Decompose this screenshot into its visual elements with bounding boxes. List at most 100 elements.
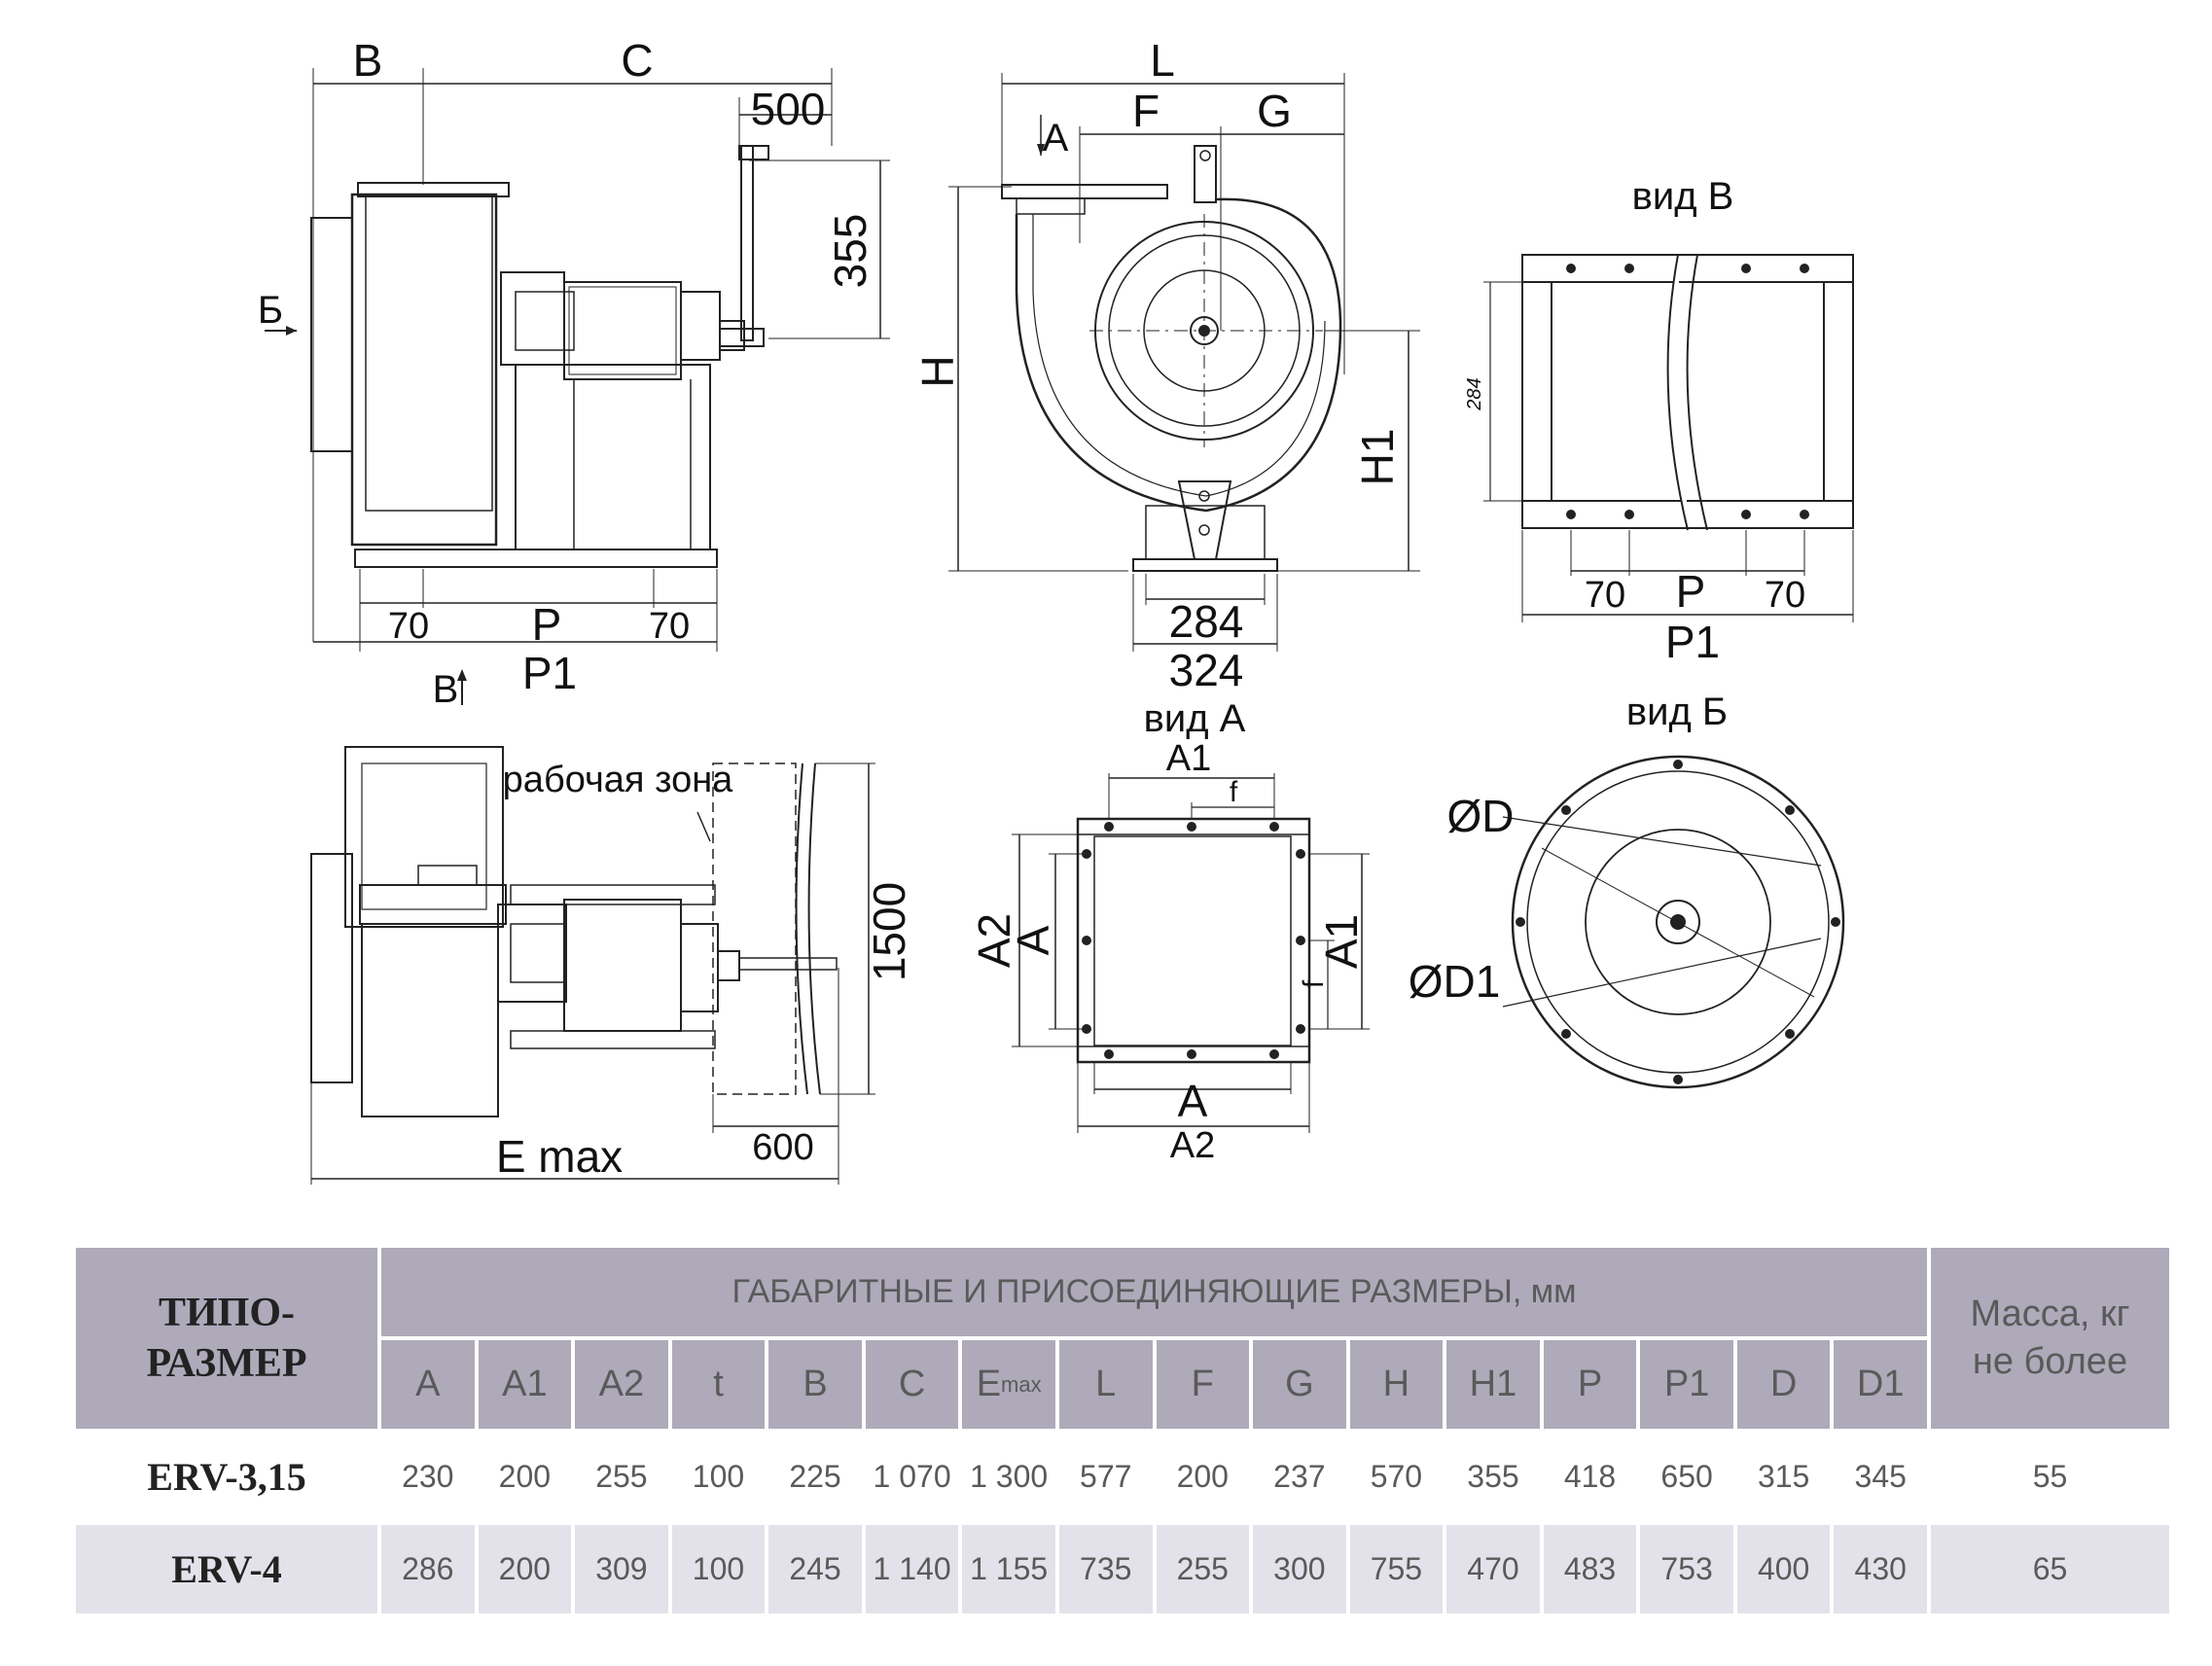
- label-h1: H1: [1352, 429, 1403, 486]
- dim-70-right: 70: [649, 606, 690, 647]
- view-b-title: вид Б: [1626, 691, 1728, 733]
- col-header-label: t: [713, 1364, 724, 1404]
- view-a-a2-left: A2: [969, 913, 1019, 968]
- col-header-p1: P1: [1640, 1340, 1733, 1429]
- label-g: G: [1257, 86, 1292, 136]
- col-header-label: D1: [1856, 1364, 1905, 1404]
- value-cell: 1 070: [865, 1433, 959, 1521]
- col-header-a1: A1: [478, 1340, 572, 1429]
- value-cell: 418: [1543, 1433, 1637, 1521]
- value-cell: 735: [1058, 1525, 1153, 1613]
- dim-324: 324: [1169, 645, 1244, 695]
- value-cell: 577: [1058, 1433, 1153, 1521]
- label-e-max: E max: [496, 1131, 623, 1182]
- type-cell: ERV-4: [76, 1525, 377, 1613]
- value-cell: 237: [1253, 1433, 1346, 1521]
- value-cell: 255: [1156, 1525, 1250, 1613]
- label-a-arrow: A: [1043, 117, 1069, 160]
- col-header-label: A1: [502, 1364, 548, 1404]
- view-a-a1-right: A1: [1316, 914, 1367, 969]
- col-header-label: A2: [598, 1364, 645, 1404]
- view-v-dim-70-right: 70: [1765, 575, 1805, 616]
- col-header-b: B: [768, 1340, 862, 1429]
- value-cell: 230: [381, 1433, 475, 1521]
- front-view: L A F G H H1 284 324: [912, 35, 1420, 695]
- label-h: H: [912, 355, 963, 387]
- col-header-label: E: [976, 1364, 1002, 1404]
- type-cell: ERV-3,15: [76, 1433, 377, 1521]
- value-cell: 650: [1640, 1433, 1733, 1521]
- col-header-g: G: [1253, 1340, 1346, 1429]
- col-header-label: H1: [1469, 1364, 1517, 1404]
- label-p: P: [532, 599, 562, 650]
- value-cell: 255: [575, 1433, 668, 1521]
- working-zone-label: рабочая зона: [503, 760, 734, 800]
- view-a-f-right: f: [1298, 979, 1330, 988]
- col-header-a2: A2: [575, 1340, 668, 1429]
- col-header-label: A: [415, 1364, 441, 1404]
- dim-284: 284: [1169, 596, 1244, 647]
- col-header-f: F: [1156, 1340, 1250, 1429]
- view-v: вид B 284 70 P 70 P1: [1464, 175, 1854, 667]
- dims-header: ГАБАРИТНЫЕ И ПРИСОЕДИНЯЮЩИЕ РАЗМЕРЫ, мм: [381, 1248, 1927, 1336]
- value-cell: 1 155: [962, 1525, 1055, 1613]
- dim-600: 600: [752, 1127, 813, 1168]
- value-cell: 315: [1736, 1433, 1831, 1521]
- side-view: B C 500 355 Б B 70 P 70 P1: [258, 35, 890, 711]
- value-cell: 345: [1834, 1433, 1927, 1521]
- label-p1: P1: [522, 648, 577, 698]
- type-header: ТИПО- РАЗМЕР: [76, 1248, 377, 1429]
- value-cell: 755: [1349, 1525, 1444, 1613]
- value-cell: 100: [671, 1433, 766, 1521]
- value-cell: 300: [1253, 1525, 1346, 1613]
- col-header-label: P: [1577, 1364, 1603, 1404]
- view-a-a-bottom: A: [1178, 1076, 1208, 1126]
- col-header-label: C: [898, 1364, 926, 1404]
- col-header-label: F: [1191, 1364, 1214, 1404]
- label-l: L: [1150, 35, 1175, 86]
- view-b-dia-d1: ØD1: [1409, 956, 1501, 1007]
- value-cell: 100: [671, 1525, 766, 1613]
- dim-355: 355: [825, 214, 875, 289]
- value-cell: 225: [768, 1433, 862, 1521]
- value-cell: 483: [1543, 1525, 1637, 1613]
- mass-header: Масса, кг не более: [1931, 1248, 2169, 1429]
- view-b: вид Б ØD ØD1: [1409, 691, 1845, 1089]
- col-header-c: C: [865, 1340, 959, 1429]
- top-view: рабочая зона 1500 600 E max: [310, 746, 914, 1185]
- view-v-label-p: P: [1676, 566, 1706, 617]
- value-cell: 470: [1446, 1525, 1540, 1613]
- view-a-a-left: A: [1008, 925, 1058, 955]
- view-v-dim-70-left: 70: [1585, 575, 1625, 616]
- label-b: B: [353, 35, 383, 86]
- col-header-d: D: [1736, 1340, 1831, 1429]
- value-cell: 570: [1349, 1433, 1444, 1521]
- arrow-b-cyr: Б: [258, 289, 283, 332]
- label-f: F: [1132, 86, 1160, 136]
- view-a-f-top: f: [1230, 776, 1238, 808]
- col-header-label: G: [1285, 1364, 1314, 1404]
- label-c: C: [621, 35, 653, 86]
- view-v-dim-284: 284: [1464, 377, 1485, 410]
- view-a-a1-top: A1: [1166, 738, 1211, 779]
- value-cell: 1 140: [865, 1525, 959, 1613]
- col-header-h: H: [1349, 1340, 1444, 1429]
- dim-1500: 1500: [864, 882, 914, 981]
- col-header-p: P: [1543, 1340, 1637, 1429]
- view-v-title: вид B: [1632, 175, 1734, 218]
- col-header-label: D: [1769, 1364, 1798, 1404]
- value-cell: 355: [1446, 1433, 1540, 1521]
- col-header-label: L: [1095, 1364, 1117, 1404]
- value-cell: 753: [1640, 1525, 1733, 1613]
- col-header-t: t: [671, 1340, 766, 1429]
- value-cell: 286: [381, 1525, 475, 1613]
- col-header-label: P1: [1663, 1364, 1710, 1404]
- value-cell: 245: [768, 1525, 862, 1613]
- view-a: вид А A1 f A2 A A1 f A A2: [969, 697, 1370, 1166]
- dim-70-left: 70: [388, 606, 429, 647]
- col-header-label: B: [803, 1364, 828, 1404]
- value-cell: 200: [478, 1525, 572, 1613]
- technical-drawing: B C 500 355 Б B 70 P 70 P1: [258, 35, 1854, 1185]
